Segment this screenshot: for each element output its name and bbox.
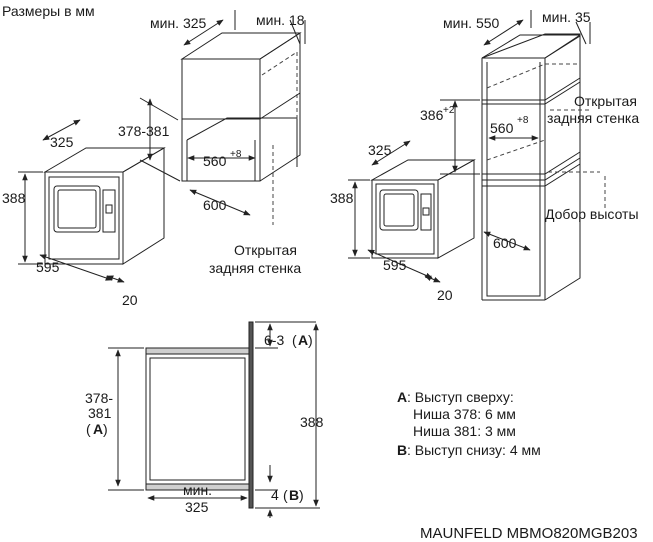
svg-text:): ) xyxy=(308,332,313,348)
cabinet-niche-height-sup: +2 xyxy=(443,105,455,116)
section-min-depth-l1: мин. xyxy=(183,482,212,498)
oven-drawing-left xyxy=(43,147,166,265)
section-top-offset: 6-3 xyxy=(264,332,284,348)
dim-cabinet-width xyxy=(483,231,531,251)
svg-text:(: ( xyxy=(283,487,288,503)
dim-oven-width-left xyxy=(39,254,113,281)
oven-drawing-right xyxy=(370,159,476,259)
legend-a-key: A xyxy=(397,389,407,405)
model-label: MAUNFELD MBMO820MGB203 xyxy=(420,525,638,542)
niche-width-left-sup: +8 xyxy=(230,149,242,160)
cabinet-niche-height: 386 xyxy=(420,107,444,123)
section-bottom-offset: 4 xyxy=(271,487,279,503)
section-bottom-offset-tag: B xyxy=(289,487,299,503)
dim-oven-depth-right xyxy=(371,140,411,166)
open-back-left-l1: Открытая xyxy=(234,242,297,258)
legend-a-line3: Ниша 381: 3 мм xyxy=(413,423,516,439)
dim-niche-outer-width-left xyxy=(189,189,251,216)
section-niche-height-tag: A xyxy=(93,421,103,437)
section-niche-height-l2: 381 xyxy=(88,405,112,421)
cabinet-width: 600 xyxy=(493,235,517,251)
section-niche-height-l1: 378- xyxy=(85,390,113,406)
legend-a-text: : Выступ сверху: xyxy=(407,389,514,405)
cabinet-niche-width-sup: +8 xyxy=(517,115,529,126)
oven-depth-right: 325 xyxy=(368,142,392,158)
oven-width-left: 595 xyxy=(36,259,60,275)
niche-min-depth-left: мин. 325 xyxy=(150,15,207,31)
height-extension-label: Добор высоты xyxy=(545,206,639,222)
open-back-right-l1: Открытая xyxy=(574,93,637,109)
dim-niche-depth-left xyxy=(183,19,224,46)
cabinet-min-depth: мин. 550 xyxy=(443,15,500,31)
niche-drawing-left xyxy=(180,32,302,225)
niche-width-left: 560 xyxy=(203,153,227,169)
oven-height-right: 388 xyxy=(330,190,354,206)
cabinet-niche-width: 560 xyxy=(490,120,514,136)
cabinet-min-gap: мин. 35 xyxy=(542,9,591,25)
open-back-left-l2: задняя стенка xyxy=(209,260,301,276)
legend-b-key: B xyxy=(397,442,407,458)
niche-height-left: 378-381 xyxy=(118,123,170,139)
section-top-offset-tag: A xyxy=(298,332,308,348)
section-total-height: 388 xyxy=(300,414,324,430)
oven-depth-left: 325 xyxy=(50,134,74,150)
niche-outer-width-left: 600 xyxy=(203,197,227,213)
legend-b-text: : Выступ снизу: 4 мм xyxy=(407,442,541,458)
niche-min-gap-left: мин. 18 xyxy=(256,12,305,28)
svg-text:): ) xyxy=(103,421,108,437)
svg-text:(: ( xyxy=(86,421,91,437)
svg-text:): ) xyxy=(299,487,304,503)
legend: A : Выступ сверху: Ниша 378: 6 мм Ниша 3… xyxy=(397,389,541,458)
section-min-depth-l2: 325 xyxy=(185,499,209,515)
page-title: Размеры в мм xyxy=(2,3,95,19)
open-back-right-l2: задняя стенка xyxy=(547,110,639,126)
oven-front-right: 20 xyxy=(437,287,453,303)
oven-front-left: 20 xyxy=(122,292,138,308)
svg-text:(: ( xyxy=(292,332,297,348)
cabinet-drawing-right xyxy=(481,33,606,301)
dim-oven-width-right xyxy=(367,249,433,279)
oven-height-left: 388 xyxy=(2,190,26,206)
section-drawing xyxy=(145,321,254,509)
dim-oven-depth-left xyxy=(42,119,81,141)
dim-cabinet-depth xyxy=(483,19,524,46)
oven-width-right: 595 xyxy=(383,257,407,273)
legend-a-line2: Ниша 378: 6 мм xyxy=(413,406,516,422)
